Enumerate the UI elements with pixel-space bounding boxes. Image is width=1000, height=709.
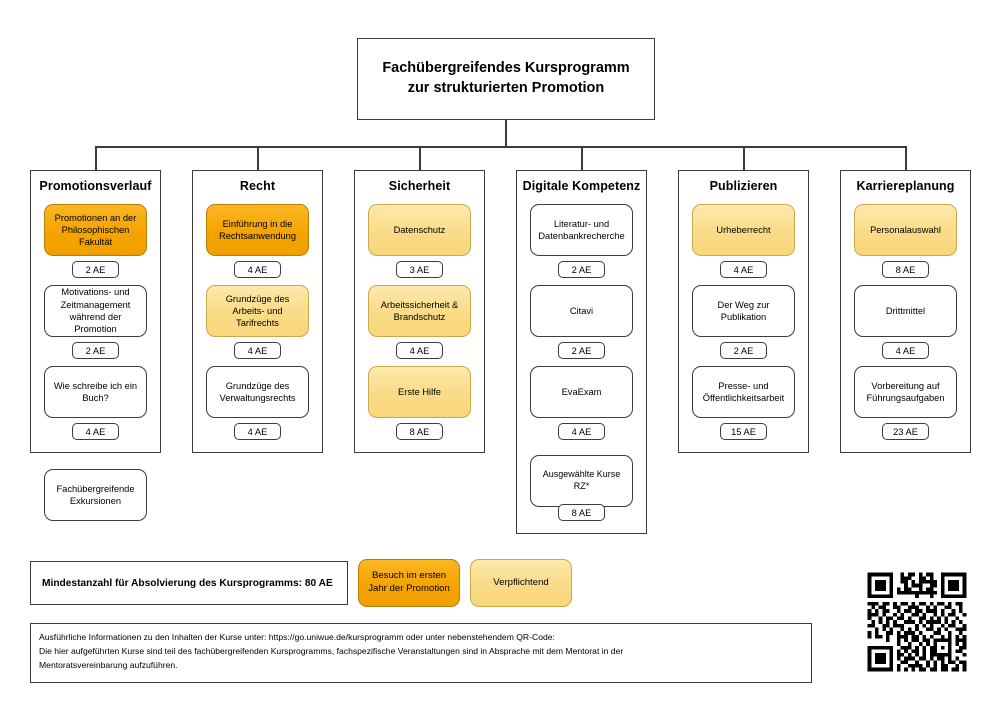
minimum-credits-box: Mindestanzahl für Absolvierung des Kursp…	[30, 561, 348, 605]
ae-badge-2-3: 4 AE	[234, 423, 281, 440]
course-card-5-3[interactable]: Presse- und Öffentlichkeitsarbeit	[692, 366, 795, 418]
course-label: Literatur- und Datenbankrecherche	[538, 218, 625, 241]
ae-badge-5-2: 2 AE	[720, 342, 767, 359]
ae-badge-2-1: 4 AE	[234, 261, 281, 278]
course-card-4-4[interactable]: Ausgewählte Kurse RZ*	[530, 455, 633, 507]
footnote-line-3: Mentoratsvereinbarung aufzuführen.	[39, 659, 178, 670]
course-label: Urheberrecht	[716, 224, 771, 235]
course-label: Citavi	[569, 305, 594, 316]
minimum-credits-label: Mindestanzahl für Absolvierung des Kursp…	[42, 577, 333, 589]
ae-badge-6-1: 8 AE	[882, 261, 929, 278]
connector-drop-4	[581, 146, 583, 170]
legend-chip-first-year: Besuch im ersten Jahr der Promotion	[358, 559, 460, 607]
course-card-2-3[interactable]: Grundzüge des Verwaltungsrechts	[206, 366, 309, 418]
course-label: Motivations- und Zeitmanagement während …	[60, 287, 131, 335]
ae-badge-6-3: 23 AE	[882, 423, 929, 440]
course-card-1-extra[interactable]: Fachübergreifende Exkursionen	[44, 469, 147, 521]
course-label: Grundzüge des Verwaltungsrechts	[219, 380, 296, 403]
course-label: Datenschutz	[393, 224, 446, 235]
connector-drop-3	[419, 146, 421, 170]
course-card-4-1[interactable]: Literatur- und Datenbankrecherche	[530, 204, 633, 256]
course-card-1-2[interactable]: Motivations- und Zeitmanagement während …	[44, 285, 147, 337]
ae-badge-2-2: 4 AE	[234, 342, 281, 359]
ae-badge-5-1: 4 AE	[720, 261, 767, 278]
course-label: Arbeitssicherheit & Brandschutz	[380, 299, 459, 322]
ae-badge-3-2: 4 AE	[396, 342, 443, 359]
course-label: Fachübergreifende Exkursionen	[56, 483, 135, 506]
connector-drop-5	[743, 146, 745, 170]
course-card-3-1[interactable]: Datenschutz	[368, 204, 471, 256]
course-label: Ausgewählte Kurse RZ*	[542, 469, 621, 491]
course-card-6-1[interactable]: Personalauswahl	[854, 204, 957, 256]
connector-drop-6	[905, 146, 907, 170]
column-title-1: Promotionsverlauf	[39, 179, 152, 193]
column-title-4: Digitale Kompetenz	[522, 179, 641, 193]
ae-badge-5-3: 15 AE	[720, 423, 767, 440]
course-label: Einführung in die Rechtsanwendung	[218, 218, 296, 241]
course-label: Presse- und Öffentlichkeitsarbeit	[702, 380, 785, 403]
ae-badge-6-2: 4 AE	[882, 342, 929, 359]
column-title-5: Publizieren	[709, 179, 778, 193]
ae-badge-4-4: 8 AE	[558, 504, 605, 521]
ae-badge-1-2: 2 AE	[72, 342, 119, 359]
column-title-3: Sicherheit	[388, 179, 451, 193]
connector-horizontal-bus	[95, 146, 906, 148]
course-card-3-3[interactable]: Erste Hilfe	[368, 366, 471, 418]
course-card-4-2[interactable]: Citavi	[530, 285, 633, 337]
course-label: Drittmittel	[885, 305, 926, 316]
root-title-box: Fachübergreifendes Kursprogramm zur stru…	[357, 38, 655, 120]
course-card-6-3[interactable]: Vorbereitung auf Führungsaufgaben	[854, 366, 957, 418]
course-label: Der Weg zur Publikation	[717, 299, 770, 322]
connector-drop-2	[257, 146, 259, 170]
root-title-line1: Fachübergreifendes Kursprogramm	[382, 60, 630, 77]
ae-badge-4-3: 4 AE	[558, 423, 605, 440]
ae-badge-1-1: 2 AE	[72, 261, 119, 278]
root-title-line2: zur strukturierten Promotion	[407, 80, 605, 96]
course-card-1-3[interactable]: Wie schreibe ich ein Buch?	[44, 366, 147, 418]
ae-badge-3-3: 8 AE	[396, 423, 443, 440]
column-title-6: Karriereplanung	[856, 179, 955, 193]
course-card-4-3[interactable]: EvaExam	[530, 366, 633, 418]
course-label: Promotionen an der Philosophischen Fakul…	[54, 212, 137, 248]
course-card-2-1[interactable]: Einführung in die Rechtsanwendung	[206, 204, 309, 256]
course-label: Grundzüge des Arbeits- und Tarifrechts	[225, 293, 290, 329]
course-card-3-2[interactable]: Arbeitssicherheit & Brandschutz	[368, 285, 471, 337]
ae-badge-3-1: 3 AE	[396, 261, 443, 278]
course-card-2-2[interactable]: Grundzüge des Arbeits- und Tarifrechts	[206, 285, 309, 337]
course-card-6-2[interactable]: Drittmittel	[854, 285, 957, 337]
legend-chip-mandatory: Verpflichtend	[470, 559, 572, 607]
connector-drop-1	[95, 146, 97, 170]
ae-badge-1-3: 4 AE	[72, 423, 119, 440]
footnote-line-1: Ausführliche Informationen zu den Inhalt…	[39, 632, 555, 642]
course-card-5-2[interactable]: Der Weg zur Publikation	[692, 285, 795, 337]
connector-root-vertical	[505, 120, 507, 146]
qr-code-icon	[864, 569, 970, 675]
column-title-2: Recht	[239, 179, 276, 193]
footnote-line-2: Die hier aufgeführten Kurse sind teil de…	[39, 645, 624, 656]
course-label: Wie schreibe ich ein Buch?	[53, 380, 138, 403]
course-label: Vorbereitung auf Führungsaufgaben	[866, 380, 945, 403]
course-label: Erste Hilfe	[398, 386, 441, 397]
footnote-box: Ausführliche Informationen zu den Inhalt…	[30, 623, 812, 683]
course-card-5-1[interactable]: Urheberrecht	[692, 204, 795, 256]
ae-badge-4-2: 2 AE	[558, 342, 605, 359]
ae-badge-4-1: 2 AE	[558, 261, 605, 278]
course-label: EvaExam	[561, 386, 602, 397]
course-card-1-1[interactable]: Promotionen an der Philosophischen Fakul…	[44, 204, 147, 256]
course-label: Personalauswahl	[870, 224, 941, 235]
